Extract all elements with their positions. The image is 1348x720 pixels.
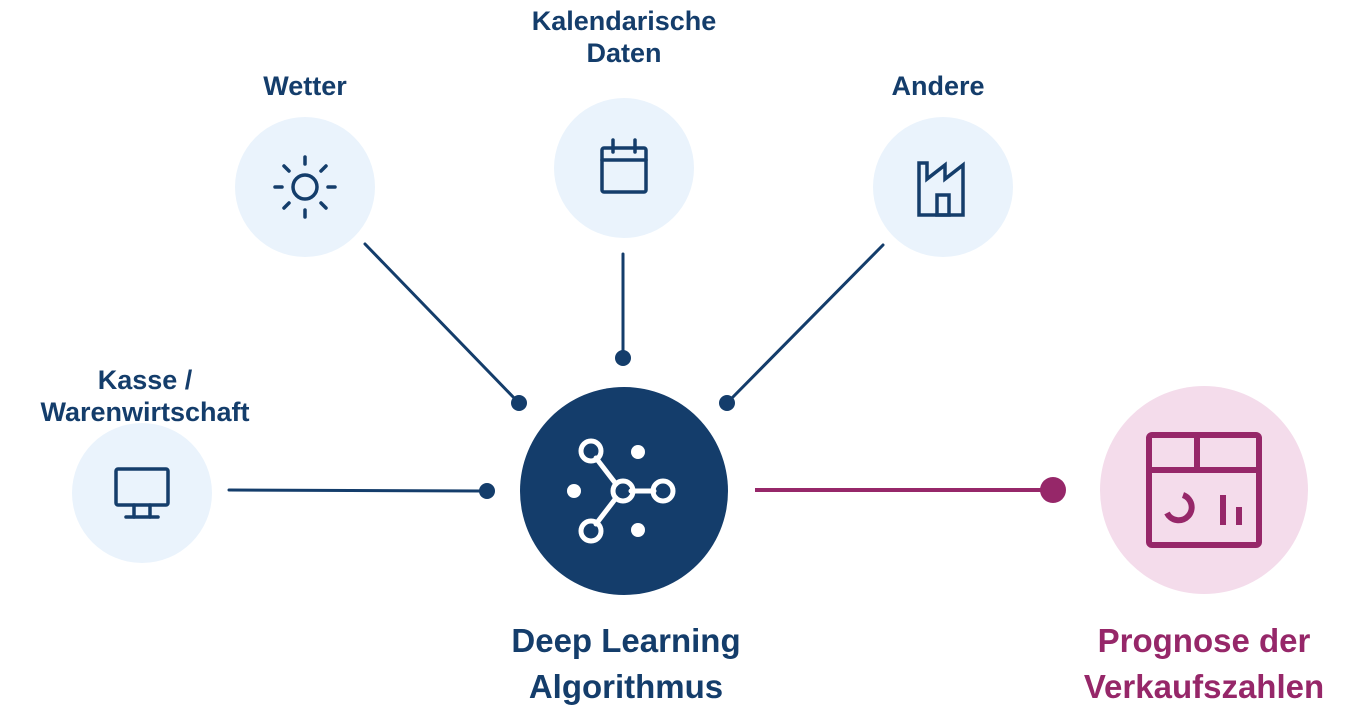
label-kalendarische-daten: Kalendarische Daten: [531, 6, 717, 69]
node-kalendarische-daten: [554, 98, 694, 238]
node-deep-learning: [520, 387, 728, 595]
connector-andere: [727, 243, 885, 403]
connector-dot-output: [1040, 477, 1066, 503]
label-prognose: Prognose der Verkaufszahlen: [1083, 622, 1325, 705]
network-icon: [567, 438, 676, 544]
label-kasse: Kasse / Warenwirtschaft: [40, 365, 250, 428]
node-kasse: [72, 423, 212, 563]
calendar-icon: [600, 138, 648, 194]
connector-dot-kalendarische-daten: [615, 350, 631, 366]
connector-kasse: [227, 488, 485, 493]
label-andere: Andere: [891, 71, 985, 101]
node-wetter: [235, 117, 375, 257]
factory-icon: [917, 161, 965, 217]
label-deep-learning: Deep Learning Algorithmus: [511, 622, 741, 705]
connector-dot-wetter: [511, 395, 527, 411]
dashboard-icon: [1146, 432, 1262, 548]
connector-dot-andere: [719, 395, 735, 411]
sun-icon: [273, 155, 337, 219]
node-andere: [873, 117, 1013, 257]
label-wetter: Wetter: [263, 71, 347, 101]
connector-wetter: [363, 242, 519, 403]
monitor-icon: [114, 467, 170, 519]
connector-dot-kasse: [479, 483, 495, 499]
node-prognose: [1100, 386, 1308, 594]
